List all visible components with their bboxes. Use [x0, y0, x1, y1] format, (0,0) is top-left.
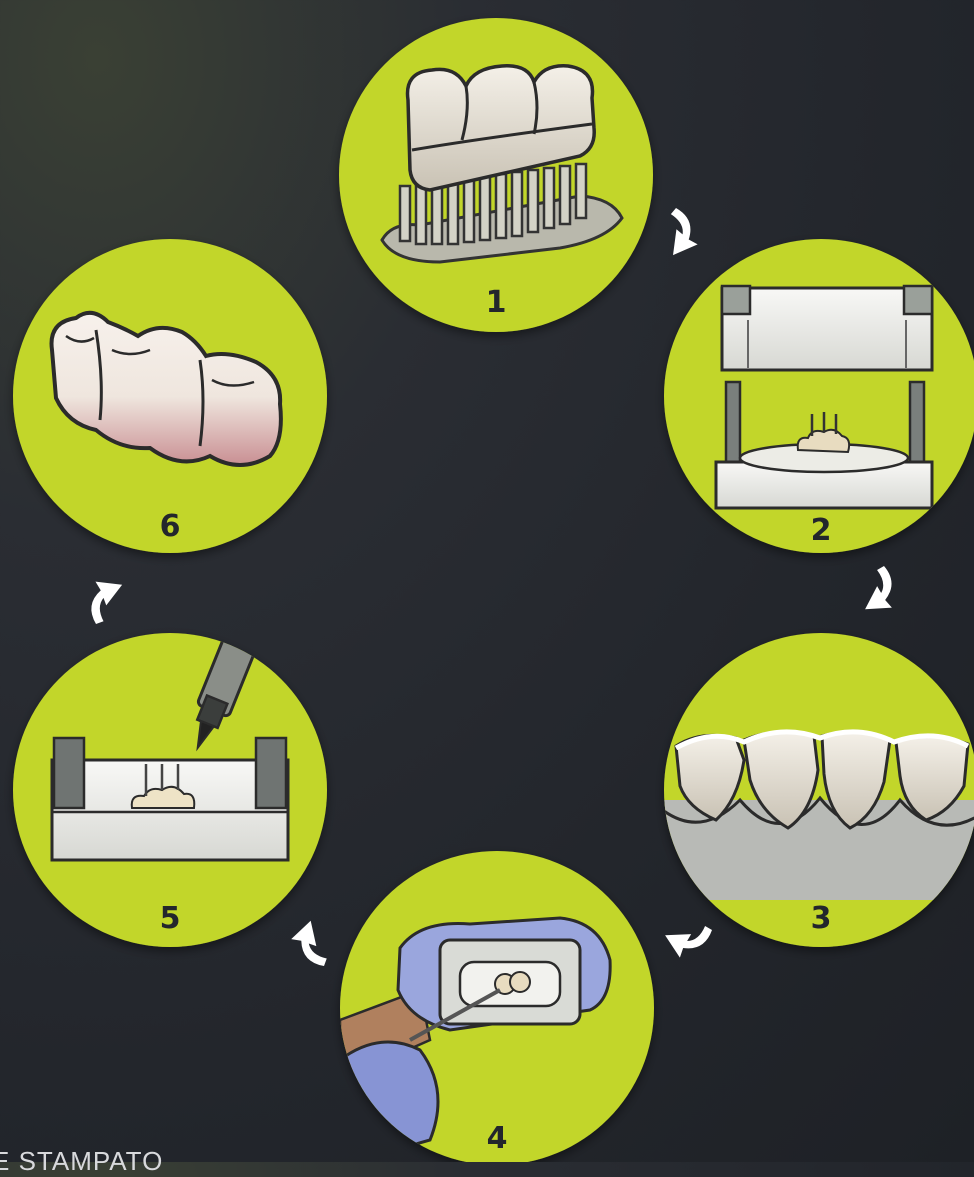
step-5-number: 5 [160, 901, 181, 936]
step-4-number: 4 [487, 1121, 508, 1156]
arrow-5-to-6-icon [82, 573, 132, 624]
arrow-3-to-4-icon [659, 911, 712, 965]
arrow-4-to-5-icon [286, 917, 337, 967]
step-6-number: 6 [160, 509, 181, 544]
step-3-number: 3 [811, 901, 832, 936]
step-5: 5 [13, 612, 327, 947]
step-2: 2 [664, 239, 974, 553]
step-1-number: 1 [486, 285, 507, 320]
arrow-2-to-3-icon [851, 566, 904, 620]
step-2-number: 2 [811, 513, 832, 548]
step-1: 1 [339, 18, 653, 332]
step-4: 4 [338, 851, 655, 1162]
arrow-1-to-2-icon [652, 207, 707, 262]
step-6: 6 [13, 239, 327, 553]
step-3: 3 [660, 633, 974, 947]
